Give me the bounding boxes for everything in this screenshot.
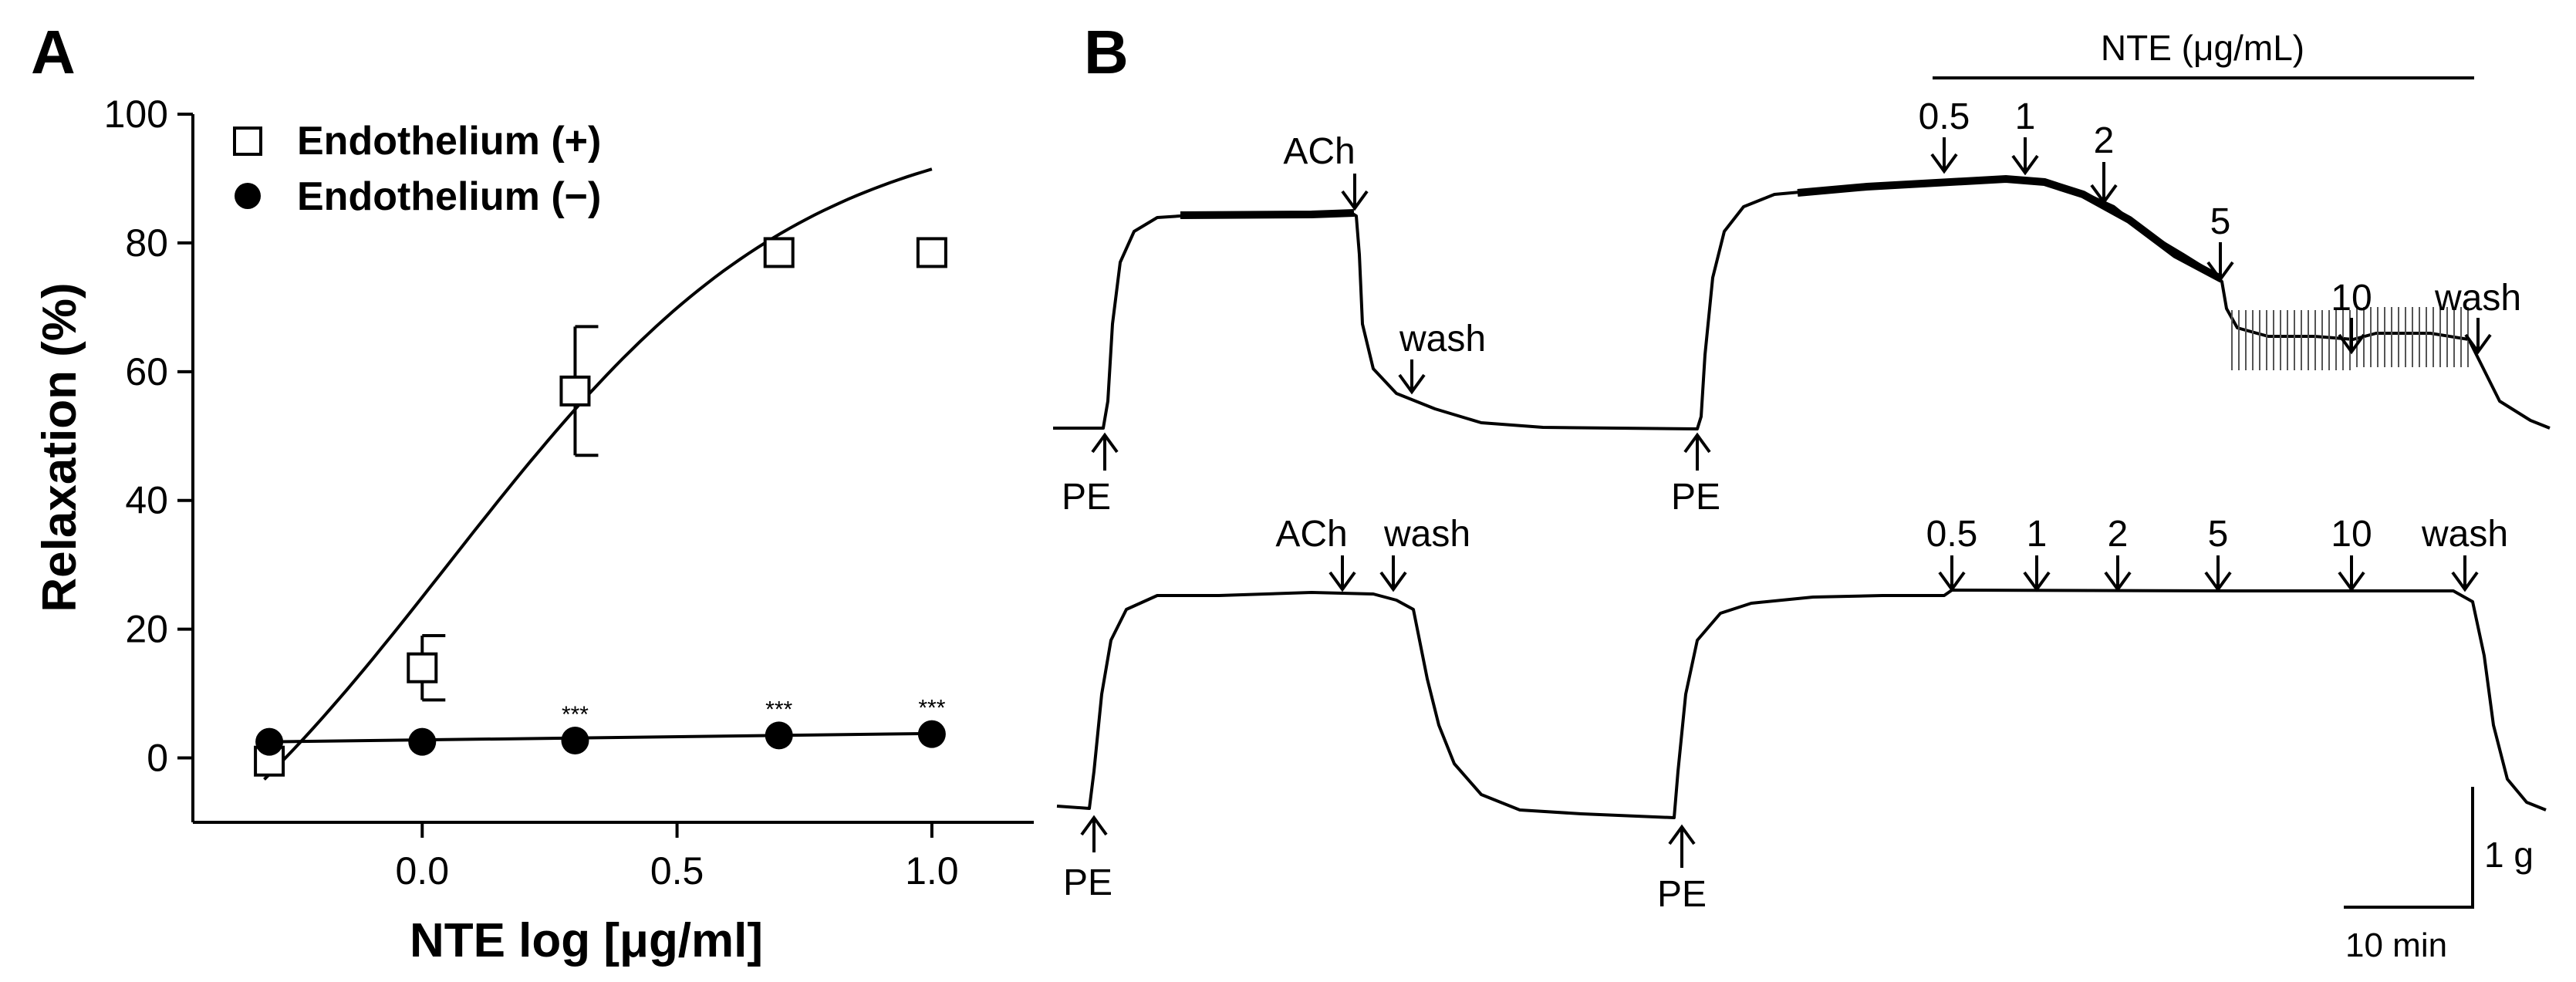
legend-label-endothelium-minus: Endothelium (−) [297,174,601,219]
marker-endothelium-minus [255,727,284,756]
bottom-conc-1: 1 [2027,514,2048,555]
bottom-conc-2: 2 [2108,514,2129,555]
scale-bar [2344,787,2474,909]
arrow-icon-head [2206,261,2234,282]
arrow-icon-head [2464,333,2492,355]
legend-square-icon [233,127,262,156]
panel-a-label: A [31,18,76,86]
top-conc-5: 5 [2210,201,2231,242]
arrow-icon-head [2338,333,2365,355]
bottom-conc-10: 10 [2331,514,2372,555]
y-axis-label: Relaxation (%) [33,282,86,612]
data-markers [254,237,947,777]
y-ticks: 0 20 40 60 80 100 [104,93,193,780]
fit-curve-endothelium-plus [263,167,933,781]
marker-endothelium-plus [559,375,591,407]
marker-endothelium-plus [763,237,795,268]
significance-marker: *** [918,696,945,721]
arrow-icon-head [1938,571,1966,592]
y-tick-label: 0 [147,737,168,780]
y-tick-label: 40 [125,479,168,522]
marker-endothelium-minus [917,720,946,748]
top-ach-label: ACh [1283,131,1355,172]
arrow-icon-head [2011,154,2039,176]
bottom-wash-label-1: wash [1383,514,1470,555]
arrow-icon-head [1329,571,1356,592]
arrow-icon-head [2104,571,2132,592]
y-tick-label: 100 [104,93,168,136]
legend-circle-icon [235,183,261,209]
arrow-icon-head [2023,571,2051,592]
marker-endothelium-minus [765,721,793,750]
arrow-icon-head [1091,432,1119,454]
arrow-icon-head [2204,571,2232,592]
panel-b-label: B [1084,18,1129,86]
arrow-icon-head [1341,190,1369,211]
x-tick-label: 0.0 [396,849,450,893]
bottom-wash-label-2: wash [2421,514,2508,555]
x-axis-label: NTE log [μg/ml] [410,914,763,967]
arrow-icon-head [1683,432,1711,454]
y-tick-label: 60 [125,350,168,393]
legend-label-endothelium-plus: Endothelium (+) [297,119,601,164]
top-wash-label-2: wash [2434,278,2521,319]
arrow-icon-head [2451,571,2479,592]
panel-a-chart: 0 20 40 60 80 100 0.0 0.5 1.0 *** *** *** Endothe… [33,93,1034,967]
arrow-icon-head [1398,373,1426,395]
arrow-icon-head [1080,815,1108,836]
fit-line-endothelium-minus [269,731,932,744]
fit-curves [263,167,933,781]
top-conc-0.5: 0.5 [1919,96,1970,137]
scale-time-label: 10 min [2345,926,2447,964]
arrow-icon-head [2338,571,2365,592]
bottom-tension-trace [1056,589,2547,819]
marker-endothelium-minus [408,727,437,756]
top-pe-label-2: PE [1671,477,1720,518]
significance-marker: *** [562,702,589,727]
bottom-pe-label-2: PE [1657,874,1707,915]
event-arrows [1080,137,2492,868]
nte-header-label: NTE (μg/mL) [2101,28,2304,68]
arrow-icon-head [1930,153,1958,174]
top-conc-2: 2 [2094,120,2115,161]
significance-markers: *** *** *** [562,696,946,727]
arrow-icon-head [2090,184,2118,205]
x-ticks: 0.0 0.5 1.0 [396,822,959,893]
top-conc-1: 1 [2015,96,2036,137]
marker-endothelium-plus [916,237,947,268]
y-tick-label: 80 [125,221,168,265]
bottom-ach-label: ACh [1275,514,1347,555]
top-pe-label-1: PE [1062,477,1111,518]
marker-endothelium-minus [561,727,589,755]
bottom-conc-5: 5 [2208,514,2229,555]
top-conc-10: 10 [2331,278,2372,319]
scale-force-label: 1 g [2484,835,2534,875]
significance-marker: *** [765,697,792,722]
bottom-pe-label-1: PE [1063,862,1112,903]
legend: Endothelium (+) Endothelium (−) [233,119,601,219]
x-tick-label: 1.0 [905,849,959,893]
bottom-conc-0.5: 0.5 [1926,514,1978,555]
panel-b-traces: NTE (μg/mL) PE PE ACh wash wash 0.5 1 2 … [1053,28,2551,964]
x-tick-label: 0.5 [650,849,704,893]
marker-endothelium-plus [407,652,438,683]
top-wash-label-1: wash [1399,319,1486,359]
arrow-icon-head [1379,571,1407,592]
top-trace-thick-segment [1180,174,2224,283]
y-tick-label: 20 [125,608,168,651]
arrow-icon-head [1668,824,1696,845]
